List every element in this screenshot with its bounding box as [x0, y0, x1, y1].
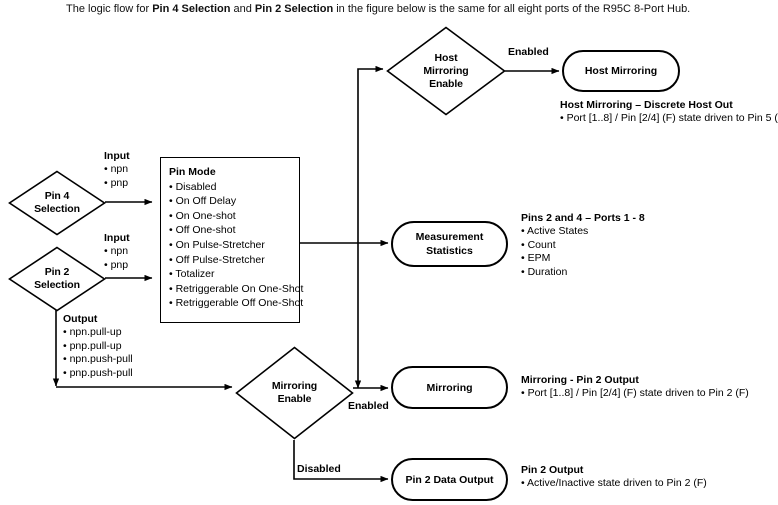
pin-mode-item: • Off Pulse-Stretcher — [169, 253, 265, 266]
pins-2-and-4-item: • Active States — [521, 225, 589, 238]
wire-mirroring-disabled-to-pin2-data-output — [293, 440, 389, 483]
output-pin2-item: • pnp.pull-up — [63, 339, 122, 352]
annotation-input-pin2: Input • npn • pnp — [104, 232, 130, 272]
input-pin2-item: • pnp — [104, 258, 129, 271]
pins-2-and-4-item: • EPM — [521, 252, 551, 265]
pin-mode-item: • Totalizer — [169, 268, 215, 281]
caption-mid: and — [230, 3, 255, 15]
pin2-output-title: Pin 2 Output — [521, 464, 584, 476]
pin-mode-item: • Disabled — [169, 180, 217, 193]
pin-mode-item: • Retriggerable On One-Shot — [169, 282, 304, 295]
mirroring-enable-line1: Mirroring — [271, 380, 318, 392]
input-pin2-title: Input — [104, 232, 130, 244]
measurement-statistics-line2: Statistics — [426, 245, 473, 257]
pin-mode-item: • Retriggerable Off One-Shot — [169, 297, 304, 310]
pin-mode-item: • On One-shot — [169, 209, 236, 222]
host-mirroring-out-title: Host Mirroring – Discrete Host Out — [560, 99, 733, 111]
caption-bold-pin4: Pin 4 Selection — [152, 3, 231, 15]
pins-2-and-4-item: • Duration — [521, 265, 568, 278]
input-pin4-item: • pnp — [104, 176, 129, 189]
pin4-selection-line1: Pin 4 — [44, 190, 70, 202]
input-pin4-title: Input — [104, 150, 130, 162]
figure-caption: The logic flow for Pin 4 Selection and P… — [66, 2, 756, 16]
mirroring-pin2-output-title: Mirroring - Pin 2 Output — [521, 374, 639, 386]
node-pin-mode[interactable]: Pin Mode • Disabled • On Off Delay • On … — [160, 157, 304, 323]
wire-trunk-up-to-host-mirroring-enable — [357, 65, 384, 243]
pin-mode-item: • On Pulse-Stretcher — [169, 238, 265, 251]
annotation-host-mirroring-out: Host Mirroring – Discrete Host Out • Por… — [560, 99, 778, 126]
caption-bold-pin2: Pin 2 Selection — [254, 3, 334, 15]
pin-mode-title: Pin Mode — [169, 166, 216, 178]
pin4-selection-line2: Selection — [34, 203, 80, 215]
annotation-pin2-output: Pin 2 Output • Active/Inactive state dri… — [521, 464, 707, 491]
pin-mode-item: • Off One-shot — [169, 224, 236, 237]
output-pin2-item: • npn.pull-up — [63, 326, 122, 339]
node-host-mirroring-enable[interactable]: Host Mirroring Enable — [386, 26, 506, 116]
annotation-output-pin2: Output • npn.pull-up • pnp.pull-up • npn… — [63, 313, 133, 380]
node-mirroring[interactable]: Mirroring — [391, 366, 508, 409]
host-mirroring-out-item: • Port [1..8] / Pin [2/4] (F) state driv… — [560, 112, 778, 125]
annotation-input-pin4: Input • npn • pnp — [104, 150, 130, 190]
annotation-pins-2-and-4: Pins 2 and 4 – Ports 1 - 8 • Active Stat… — [521, 212, 645, 279]
pins-2-and-4-title: Pins 2 and 4 – Ports 1 - 8 — [521, 212, 645, 224]
mirroring-label: Mirroring — [426, 381, 473, 394]
input-pin2-item: • npn — [104, 245, 129, 258]
output-pin2-title: Output — [63, 313, 98, 325]
node-pin4-selection[interactable]: Pin 4 Selection — [8, 170, 106, 236]
edge-label-mirroring-enabled: Enabled — [348, 400, 389, 412]
edge-label-mirroring-disabled: Disabled — [297, 463, 341, 475]
pin2-data-output-label: Pin 2 Data Output — [405, 473, 494, 486]
edge-label-host-enabled: Enabled — [508, 46, 549, 58]
input-pin4-item: • npn — [104, 163, 129, 176]
pin2-selection-line1: Pin 2 — [44, 266, 70, 278]
mirroring-enable-line2: Enable — [277, 393, 312, 405]
node-host-mirroring[interactable]: Host Mirroring — [562, 50, 680, 92]
pin2-output-item: • Active/Inactive state driven to Pin 2 … — [521, 477, 707, 490]
output-pin2-item: • pnp.push-pull — [63, 366, 133, 379]
pin2-selection-line2: Selection — [34, 279, 80, 291]
node-measurement-statistics[interactable]: Measurement Statistics — [391, 221, 508, 267]
node-pin2-selection[interactable]: Pin 2 Selection — [8, 246, 106, 312]
measurement-statistics-line1: Measurement — [415, 231, 484, 243]
mirroring-pin2-output-item: • Port [1..8] / Pin [2/4] (F) state driv… — [521, 387, 749, 400]
caption-suffix: in the figure below is the same for all … — [333, 3, 691, 15]
node-mirroring-enable[interactable]: Mirroring Enable — [235, 346, 354, 440]
annotation-mirroring-pin2-output: Mirroring - Pin 2 Output • Port [1..8] /… — [521, 374, 749, 401]
pin-mode-item: • On Off Delay — [169, 195, 237, 208]
host-mirroring-label: Host Mirroring — [584, 65, 658, 77]
caption-prefix: The logic flow for — [66, 3, 153, 15]
pins-2-and-4-item: • Count — [521, 238, 556, 251]
host-mirroring-enable-line1: Host — [434, 51, 458, 64]
host-mirroring-enable-line2: Mirroring — [423, 64, 469, 77]
node-pin2-data-output[interactable]: Pin 2 Data Output — [391, 458, 508, 501]
output-pin2-item: • npn.push-pull — [63, 353, 133, 366]
host-mirroring-enable-line3: Enable — [429, 77, 463, 90]
